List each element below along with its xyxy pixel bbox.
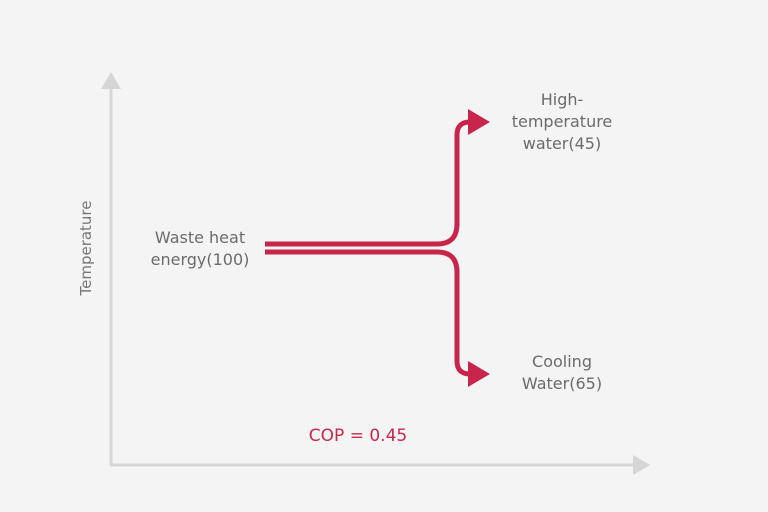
y-axis-arrow-icon [101, 72, 121, 89]
source-line1: Waste heat [154, 228, 246, 247]
source-node-label: Waste heat energy(100) [130, 227, 270, 271]
flow-to-cooling [265, 249, 472, 377]
x-axis [110, 455, 650, 475]
flow-arrows [265, 119, 472, 377]
high-temp-line2: temperature [511, 112, 613, 131]
arrowhead-cooling-icon [468, 361, 490, 387]
source-line2: energy(100) [150, 250, 250, 269]
cooling-node-label: Cooling Water(65) [500, 351, 624, 395]
arrowhead-high-icon [468, 109, 490, 135]
high-temp-node-label: High- temperature water(45) [500, 89, 624, 155]
cooling-line1: Cooling [532, 352, 592, 371]
high-temp-line1: High- [540, 90, 584, 109]
high-temp-line3: water(45) [522, 134, 602, 153]
x-axis-arrow-icon [633, 455, 650, 475]
y-axis [101, 72, 121, 465]
y-axis-label: Temperature [77, 200, 95, 296]
cooling-line2: Water(65) [521, 374, 603, 393]
cop-label: COP = 0.45 [308, 426, 408, 446]
flow-to-high-temp [265, 119, 472, 247]
